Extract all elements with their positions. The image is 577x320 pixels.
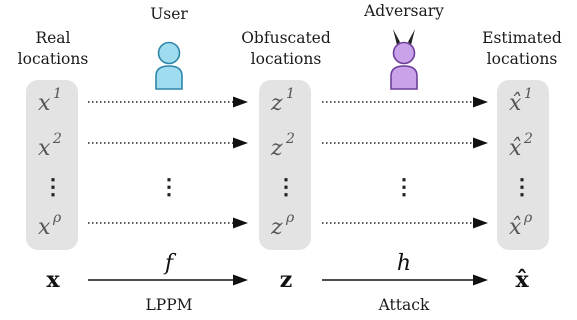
obf-ellipsis: ⋮ <box>275 174 297 200</box>
svg-text:x̂: x̂ <box>509 215 522 240</box>
obf-title-1: Obfuscated <box>241 29 331 47</box>
est-x2: x̂2 <box>509 131 533 161</box>
est-title-2: locations <box>487 50 558 68</box>
svg-text:2: 2 <box>52 131 62 147</box>
real-locations-column <box>26 80 78 250</box>
est-x1: x̂1 <box>509 86 533 116</box>
dotted-arrow-rho-left <box>88 217 248 229</box>
vector-x: x <box>46 267 60 293</box>
svg-text:2: 2 <box>285 131 295 147</box>
obfuscated-locations-column <box>259 80 311 250</box>
dotted-arrow-2-left <box>88 137 248 149</box>
attack-ellipsis: ⋮ <box>393 174 415 200</box>
dotted-arrow-rho-right <box>322 217 488 229</box>
dotted-arrow-2-right <box>322 137 488 149</box>
lppm-label: LPPM <box>145 296 192 314</box>
adversary-label: Adversary <box>363 2 444 20</box>
svg-text:z: z <box>270 91 283 116</box>
adversary-icon <box>390 29 418 90</box>
lppm-ellipsis: ⋮ <box>158 174 180 200</box>
svg-text:z: z <box>270 136 283 161</box>
estimated-locations-column <box>497 80 549 250</box>
lppm-arrow <box>88 274 248 286</box>
svg-text:x: x <box>38 215 51 240</box>
est-xrho: x̂ρ <box>509 210 533 240</box>
svg-text:x̂: x̂ <box>509 91 522 116</box>
attack-arrow <box>322 274 488 286</box>
svg-text:ρ: ρ <box>52 210 62 226</box>
lppm-symbol: f <box>163 251 177 276</box>
svg-text:ρ: ρ <box>285 210 295 226</box>
real-title-1: Real <box>35 29 70 47</box>
obf-title-2: locations <box>251 50 322 68</box>
svg-text:z: z <box>270 215 283 240</box>
real-title-2: locations <box>18 50 89 68</box>
svg-text:1: 1 <box>286 86 295 102</box>
svg-text:x: x <box>38 91 51 116</box>
real-ellipsis: ⋮ <box>42 174 64 200</box>
vector-x-hat: x̂ <box>515 267 529 293</box>
svg-text:x: x <box>38 136 51 161</box>
dotted-arrow-1-right <box>322 96 488 108</box>
svg-text:ρ: ρ <box>523 210 533 226</box>
user-label: User <box>150 5 188 23</box>
attack-symbol: h <box>397 251 411 276</box>
attack-label: Attack <box>378 296 430 314</box>
svg-text:1: 1 <box>53 86 62 102</box>
svg-text:2: 2 <box>523 131 533 147</box>
est-ellipsis: ⋮ <box>511 174 533 200</box>
dotted-arrow-1-left <box>88 96 248 108</box>
est-title-1: Estimated <box>482 29 562 47</box>
user-icon <box>155 41 183 90</box>
vector-z: z <box>280 267 293 293</box>
svg-text:x̂: x̂ <box>509 136 522 161</box>
svg-text:1: 1 <box>524 86 533 102</box>
